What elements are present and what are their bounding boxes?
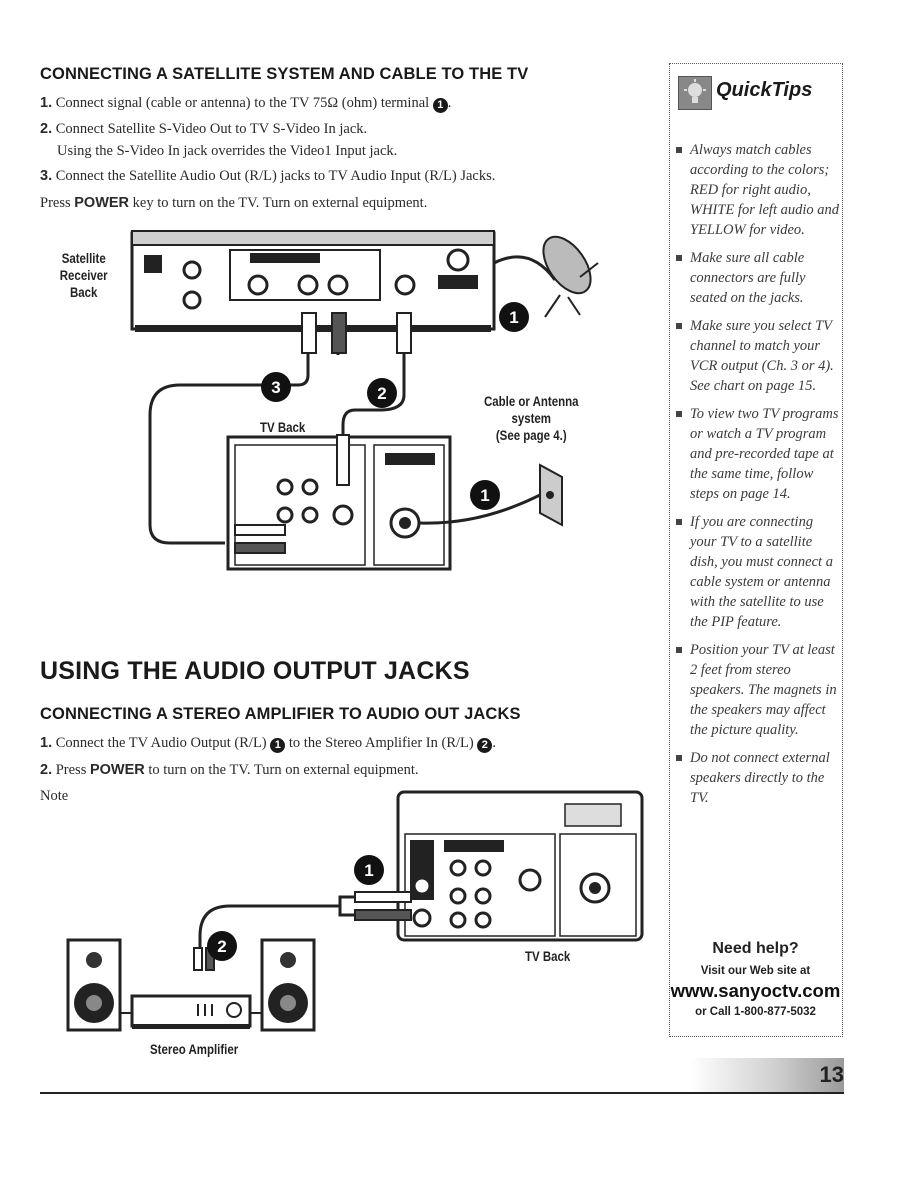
- right-speaker-icon: [260, 938, 316, 1032]
- section2-step-1: 1. Connect the TV Audio Output (R/L) 1 t…: [40, 732, 640, 754]
- step-number: 2.: [40, 762, 53, 778]
- cable-antenna-label: Cable or Antenna system (See page 4.): [476, 393, 587, 444]
- tv-back-label: TV Back: [260, 420, 306, 435]
- step-text: Connect signal (cable or antenna) to the…: [55, 95, 430, 111]
- stereo-amplifier-label: Stereo Amplifier: [150, 1042, 239, 1057]
- press-prefix: Press: [55, 762, 87, 778]
- section2-step-2: 2. Press POWER to turn on the TV. Turn o…: [40, 759, 640, 781]
- label-line: Receiver: [59, 268, 108, 283]
- tip-item: If you are connecting your TV to a satel…: [670, 512, 840, 632]
- svg-text:2: 2: [377, 384, 386, 403]
- tip-item: Position your TV at least 2 feet from st…: [670, 640, 840, 740]
- step-badge: 1: [432, 98, 448, 113]
- step-number: 1.: [40, 735, 53, 751]
- step-number: 1.: [40, 95, 53, 111]
- section1-press-line: Press POWER key to turn on the TV. Turn …: [40, 192, 640, 214]
- svg-text:2: 2: [217, 937, 226, 956]
- help-title: Need help?: [712, 940, 799, 957]
- stereo-amplifier-icon: [130, 994, 252, 1029]
- step-text: to turn on the TV. Turn on external equi…: [148, 762, 419, 778]
- svg-text:3: 3: [271, 378, 280, 397]
- footer-rule: [40, 1092, 844, 1094]
- satellite-receiver-label: Satellite Receiver Back: [48, 250, 119, 301]
- tip-text: If you are connecting your TV to a satel…: [690, 514, 833, 630]
- step-badge: 1: [270, 738, 286, 753]
- label-line: Satellite: [61, 251, 106, 266]
- svg-text:1: 1: [480, 486, 489, 505]
- power-keyword: POWER: [89, 762, 145, 778]
- tip-text: To view two TV programs or watch a TV pr…: [690, 406, 839, 502]
- tip-item: Do not connect external speakers directl…: [670, 748, 840, 808]
- tip-item: Make sure you select TV channel to match…: [670, 316, 840, 396]
- diagram2-badge-2: 2: [207, 931, 237, 961]
- help-url-link[interactable]: www.sanyoctv.com: [670, 980, 841, 1001]
- quicktips-title: QuickTips: [716, 79, 813, 101]
- help-web-label: Visit our Web site at: [700, 965, 811, 977]
- label-line: Cable or Antenna: [483, 394, 579, 409]
- quicktips-sidebar: QuickTips Always match cables according …: [669, 63, 843, 1037]
- step-text-line2: Using the S-Video In jack overrides the …: [57, 143, 398, 159]
- tip-text: Make sure all cable connectors are fully…: [690, 250, 806, 306]
- label-line: (See page 4.): [495, 428, 567, 443]
- amplifier-diagram-drawing: 1 2: [66, 790, 644, 1032]
- step-text: Connect the TV Audio Output (R/L): [55, 735, 267, 751]
- svg-text:1: 1: [364, 861, 373, 880]
- label-line: Back: [69, 285, 98, 300]
- page-number: 13: [819, 1062, 844, 1087]
- tip-text: Do not connect external speakers directl…: [690, 750, 830, 806]
- tv-back-label-2: TV Back: [525, 949, 571, 964]
- section1-step-2: 2. Connect Satellite S-Video Out to TV S…: [40, 118, 600, 162]
- diagram2-badge-1: 1: [354, 855, 384, 885]
- diagram1-badge-1-top: 1: [499, 302, 529, 332]
- diagram1-badge-2: 2: [367, 378, 397, 408]
- quicktips-list: Always match cables according to the col…: [670, 140, 840, 816]
- section2-subheading: CONNECTING A STEREO AMPLIFIER TO AUDIO O…: [40, 705, 521, 723]
- press-prefix: Press: [40, 195, 71, 211]
- amplifier-connection-diagram: 1 2: [60, 788, 650, 1038]
- step-punct: .: [447, 95, 452, 111]
- section1-heading: CONNECTING A SATELLITE SYSTEM AND CABLE …: [40, 65, 529, 83]
- tip-item: To view two TV programs or watch a TV pr…: [670, 404, 840, 504]
- tip-text: Position your TV at least 2 feet from st…: [690, 642, 837, 738]
- diagram1-badge-1-bottom: 1: [470, 480, 500, 510]
- tip-text: Make sure you select TV channel to match…: [690, 318, 834, 394]
- step-punct: .: [492, 735, 496, 751]
- satellite-connection-diagram: 3 2 1 1: [40, 225, 660, 585]
- page-number-shade: [690, 1058, 844, 1092]
- section1-step-1: 1. Connect signal (cable or antenna) to …: [40, 92, 600, 114]
- quicktips-icon: [678, 76, 712, 110]
- tip-text: Always match cables according to the col…: [690, 142, 840, 238]
- diagram1-badge-3: 3: [261, 372, 291, 402]
- step-text-mid: to the Stereo Amplifier In (R/L): [288, 735, 474, 751]
- satellite-diagram-drawing: 3 2 1 1: [130, 230, 599, 571]
- step-number: 3.: [40, 168, 53, 184]
- section1-step-3: 3. Connect the Satellite Audio Out (R/L)…: [40, 165, 640, 187]
- section2-heading: USING THE AUDIO OUTPUT JACKS: [40, 657, 470, 685]
- power-keyword: POWER: [74, 195, 130, 211]
- tip-item: Make sure all cable connectors are fully…: [670, 248, 840, 308]
- step-number: 2.: [40, 121, 53, 137]
- label-line: system: [511, 411, 552, 426]
- left-speaker-icon: [66, 938, 122, 1032]
- tip-item: Always match cables according to the col…: [670, 140, 840, 240]
- satellite-dish-icon: [542, 235, 592, 295]
- step-text: Connect the Satellite Audio Out (R/L) ja…: [55, 168, 496, 184]
- step-badge: 2: [477, 738, 493, 753]
- section2-note: Note: [40, 788, 69, 804]
- svg-text:1: 1: [509, 308, 518, 327]
- press-suffix: key to turn on the TV. Turn on external …: [132, 195, 428, 211]
- step-text: Connect Satellite S-Video Out to TV S-Vi…: [55, 121, 368, 137]
- help-phone: or Call 1-800-877-5032: [695, 1006, 816, 1018]
